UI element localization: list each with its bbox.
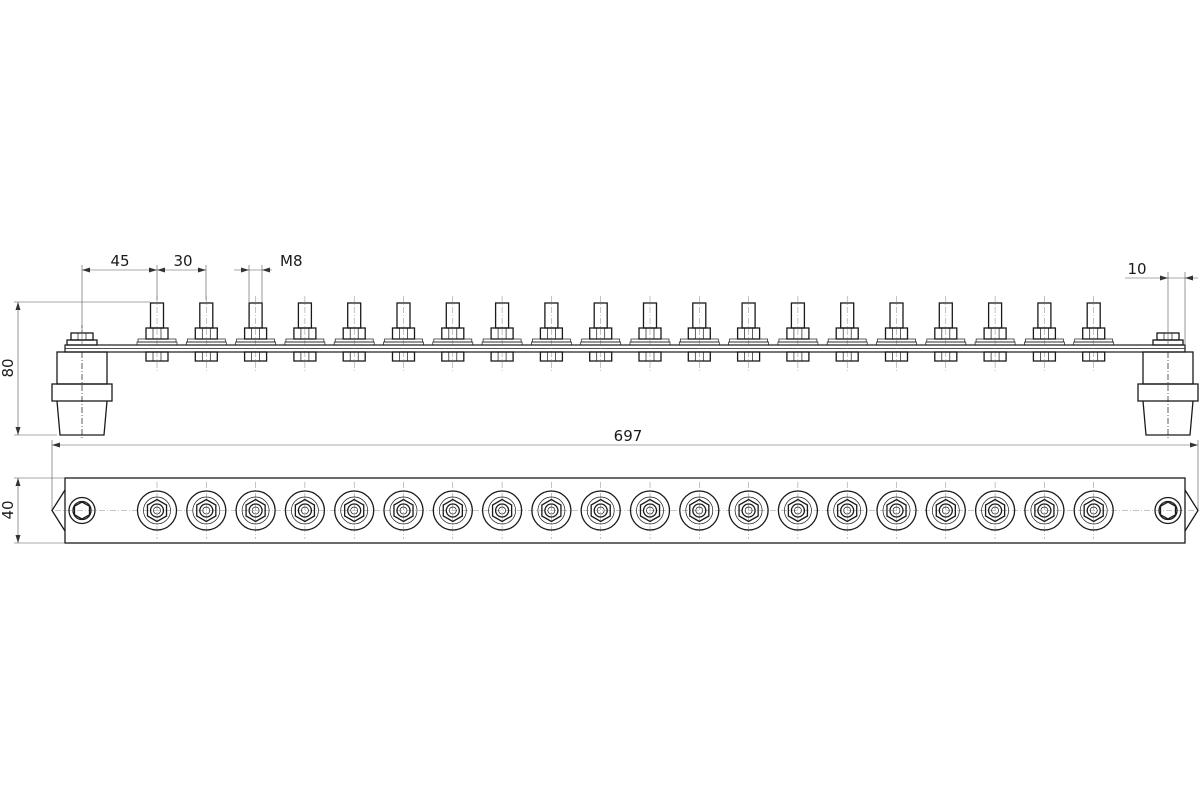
terminal-side [383, 296, 424, 372]
terminal-plan [629, 482, 671, 539]
terminal-plan [925, 482, 966, 539]
terminal-side [432, 296, 474, 372]
dim-80-label: 80 [0, 358, 17, 377]
terminal-plan [284, 482, 326, 539]
terminal-plan [876, 482, 917, 539]
terminal-plan [481, 482, 523, 539]
dim-697: 697 [51, 427, 1199, 510]
right-end-bolt [1154, 489, 1199, 532]
left-end-bolt [51, 489, 96, 532]
terminal-side [136, 296, 178, 372]
dim-30: 30 [157, 252, 207, 300]
terminal-plan [679, 482, 720, 539]
terminal-side [185, 296, 227, 372]
dim-m8: M8 [234, 252, 303, 302]
terminal-plan [186, 482, 227, 539]
terminal-plan [334, 482, 375, 539]
terminal-side [728, 296, 769, 372]
dim-30-label: 30 [173, 252, 192, 270]
terminal-plan [1073, 482, 1114, 539]
terminal-side [333, 296, 375, 372]
dim-m8-label: M8 [280, 252, 303, 270]
terminal-side [826, 296, 868, 372]
terminal-plan [136, 482, 178, 539]
terminal-plan [432, 482, 473, 539]
terminal-plan [580, 482, 621, 539]
terminal-side [777, 296, 819, 372]
terminal-plan [235, 482, 276, 539]
terminal-side [531, 296, 572, 372]
terminal-side [925, 296, 967, 372]
terminal-side [1024, 296, 1065, 372]
plan-view: 40 [0, 477, 1199, 544]
dim-80: 80 [0, 301, 150, 436]
dim-40: 40 [0, 477, 65, 544]
dim-697-label: 697 [614, 427, 643, 445]
dim-45-label: 45 [110, 252, 129, 270]
terminal-plan [531, 482, 572, 539]
terminal-plan [1024, 482, 1065, 539]
dim-45: 45 [81, 252, 158, 345]
terminal-side [284, 296, 326, 372]
terminal-plan [974, 482, 1016, 539]
plan-terminals [136, 482, 1114, 539]
terminal-plan [728, 482, 769, 539]
dim-10-label: 10 [1127, 260, 1146, 278]
terminal-side [629, 296, 671, 372]
terminal-side [974, 296, 1016, 372]
terminal-plan [383, 482, 424, 539]
dim-10: 10 [1125, 260, 1198, 345]
terminal-side [678, 296, 720, 372]
terminal-side [481, 296, 523, 372]
left-insulator [51, 325, 113, 440]
terminal-side [235, 296, 276, 372]
terminal-side [876, 296, 917, 372]
terminal-side [580, 296, 622, 372]
terminal-plan [827, 482, 868, 539]
side-terminals [136, 296, 1115, 372]
terminal-side [1073, 296, 1115, 372]
side-view: 45 30 M8 10 [0, 252, 1199, 510]
terminal-plan [777, 482, 819, 539]
dim-40-label: 40 [0, 500, 17, 519]
